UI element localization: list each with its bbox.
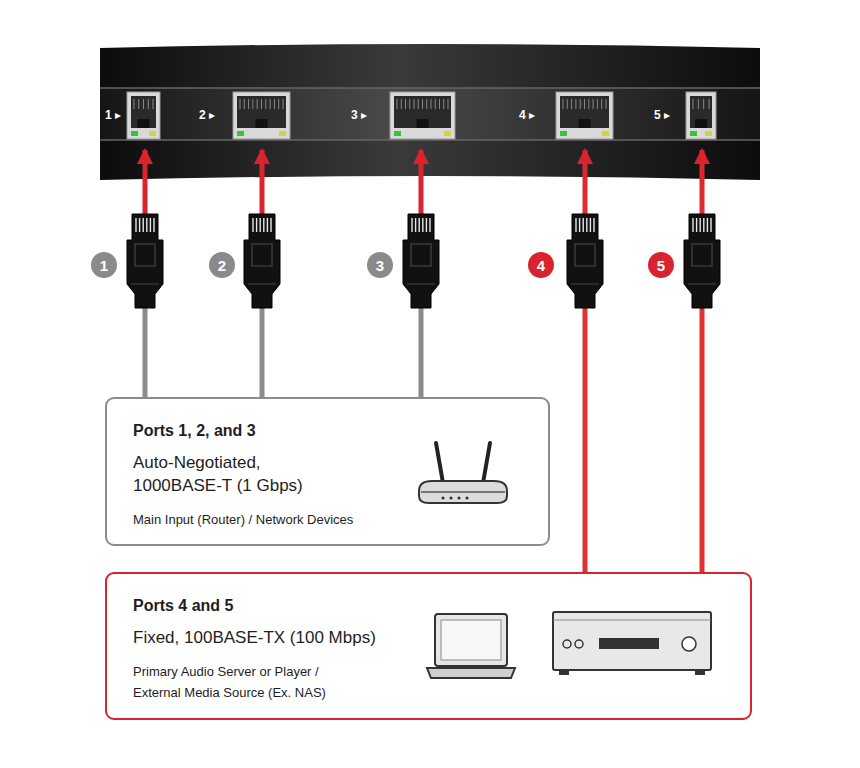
rj45-plug bbox=[127, 214, 163, 308]
callout-number: 3 bbox=[376, 258, 384, 273]
switch-body bbox=[100, 44, 760, 180]
callout-number: 4 bbox=[537, 258, 545, 273]
rj45-plug bbox=[403, 214, 439, 308]
box-spec: Fixed, 100BASE-TX (100 Mbps) bbox=[133, 626, 413, 649]
callout-number: 1 bbox=[100, 258, 108, 273]
box-note: Primary Audio Server or Player / Externa… bbox=[133, 661, 363, 703]
ethernet-port bbox=[233, 92, 290, 139]
port-label: 5 ▸ bbox=[654, 108, 670, 122]
box-spec: Auto-Negotiated, 1000BASE-T (1 Gbps) bbox=[133, 451, 348, 497]
ethernet-port bbox=[390, 92, 455, 139]
box-note: Main Input (Router) / Network Devices bbox=[133, 509, 413, 530]
rj45-plug bbox=[567, 214, 603, 308]
port-sockets bbox=[100, 45, 760, 150]
callout-number: 5 bbox=[648, 252, 674, 278]
port-group-box: Ports 4 and 5 Fixed, 100BASE-TX (100 Mbps… bbox=[105, 572, 752, 720]
ethernet-port bbox=[127, 92, 160, 139]
ethernet-cable bbox=[583, 150, 588, 572]
callout-number: 1 bbox=[91, 252, 117, 278]
port-group-box: Ports 1, 2, and 3 Auto-Negotiated, 1000BA… bbox=[105, 397, 550, 546]
box-heading: Ports 4 and 5 bbox=[133, 596, 413, 616]
box-heading: Ports 1, 2, and 3 bbox=[133, 421, 413, 441]
rj45-plug bbox=[684, 214, 720, 308]
callout-number: 3 bbox=[367, 252, 393, 278]
port-band bbox=[100, 88, 760, 140]
port-label: 3 ▸ bbox=[351, 108, 367, 122]
port-label: 2 ▸ bbox=[199, 108, 215, 122]
callout-number: 4 bbox=[528, 252, 554, 278]
network-switch: 1 ▸ 2 ▸ 3 ▸ 4 ▸ 5 ▸ bbox=[100, 45, 760, 150]
ethernet-port bbox=[556, 92, 613, 139]
callout-number: 2 bbox=[218, 258, 226, 273]
callout-number: 5 bbox=[657, 258, 665, 273]
ethernet-cable bbox=[700, 150, 705, 572]
port-label: 4 ▸ bbox=[519, 108, 535, 122]
ethernet-port bbox=[686, 92, 716, 139]
callout-number: 2 bbox=[209, 252, 235, 278]
band-edge bbox=[100, 87, 760, 89]
port-label: 1 ▸ bbox=[105, 108, 121, 122]
rj45-plug bbox=[244, 214, 280, 308]
